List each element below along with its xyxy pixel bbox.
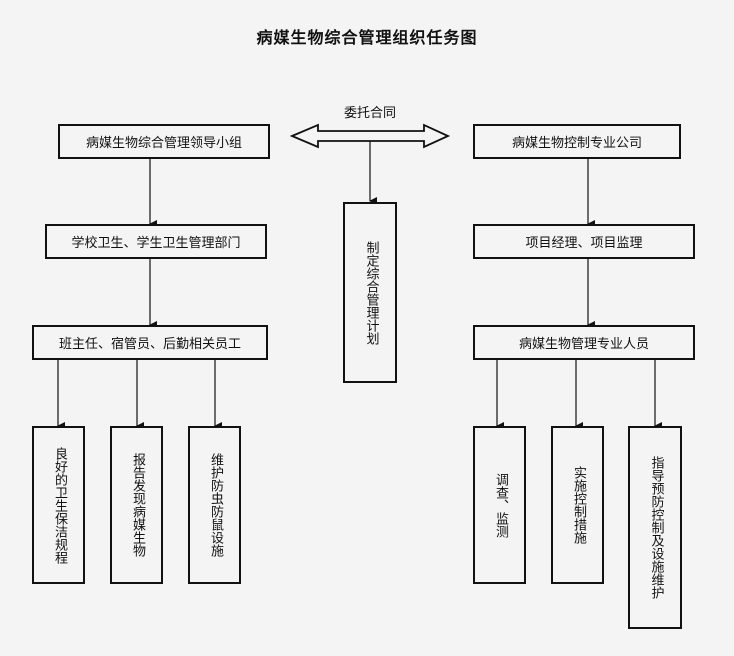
diagram-title: 病媒生物综合管理组织任务图 xyxy=(256,28,478,47)
professional-staff-box: 病媒生物管理专业人员 xyxy=(473,325,695,360)
school-staff-label: 班主任、宿管员、后勤相关员工 xyxy=(58,337,241,352)
task-control-label: 实施控制措施 xyxy=(570,466,586,544)
contract-label: 委托合同 xyxy=(344,106,397,121)
school-health-dept-box: 学校卫生、学生卫生管理部门 xyxy=(45,224,267,259)
pest-control-company-box: 病媒生物控制专业公司 xyxy=(473,124,681,159)
task-monitor-label: 调查、监测 xyxy=(492,472,508,538)
task-guidance-label: 指导预防控制及设施维护 xyxy=(648,456,664,599)
task-maintain-box: 维护防虫防鼠设施 xyxy=(188,426,241,584)
task-report-box: 报告发现病媒生物 xyxy=(110,426,163,584)
plan-box: 制定综合管理计划 xyxy=(343,202,397,383)
project-manager-box: 项目经理、项目监理 xyxy=(473,224,695,259)
task-hygiene-box: 良好的卫生保洁规程 xyxy=(32,426,85,584)
task-control-box: 实施控制措施 xyxy=(551,426,604,584)
task-report-label: 报告发现病媒生物 xyxy=(129,453,145,557)
task-guidance-box: 指导预防控制及设施维护 xyxy=(628,426,682,629)
school-staff-box: 班主任、宿管员、后勤相关员工 xyxy=(32,325,268,360)
professional-staff-label: 病媒生物管理专业人员 xyxy=(518,337,649,352)
project-manager-label: 项目经理、项目监理 xyxy=(525,236,643,251)
contract-double-arrow xyxy=(289,123,451,149)
school-health-dept-label: 学校卫生、学生卫生管理部门 xyxy=(71,236,241,251)
pest-control-company-label: 病媒生物控制专业公司 xyxy=(511,136,642,151)
plan-label: 制定综合管理计划 xyxy=(363,240,379,345)
leadership-group-label: 病媒生物综合管理领导小组 xyxy=(85,136,242,151)
leadership-group-box: 病媒生物综合管理领导小组 xyxy=(58,124,270,159)
task-monitor-box: 调查、监测 xyxy=(473,426,526,584)
task-maintain-label: 维护防虫防鼠设施 xyxy=(207,453,223,557)
task-hygiene-label: 良好的卫生保洁规程 xyxy=(51,446,67,564)
